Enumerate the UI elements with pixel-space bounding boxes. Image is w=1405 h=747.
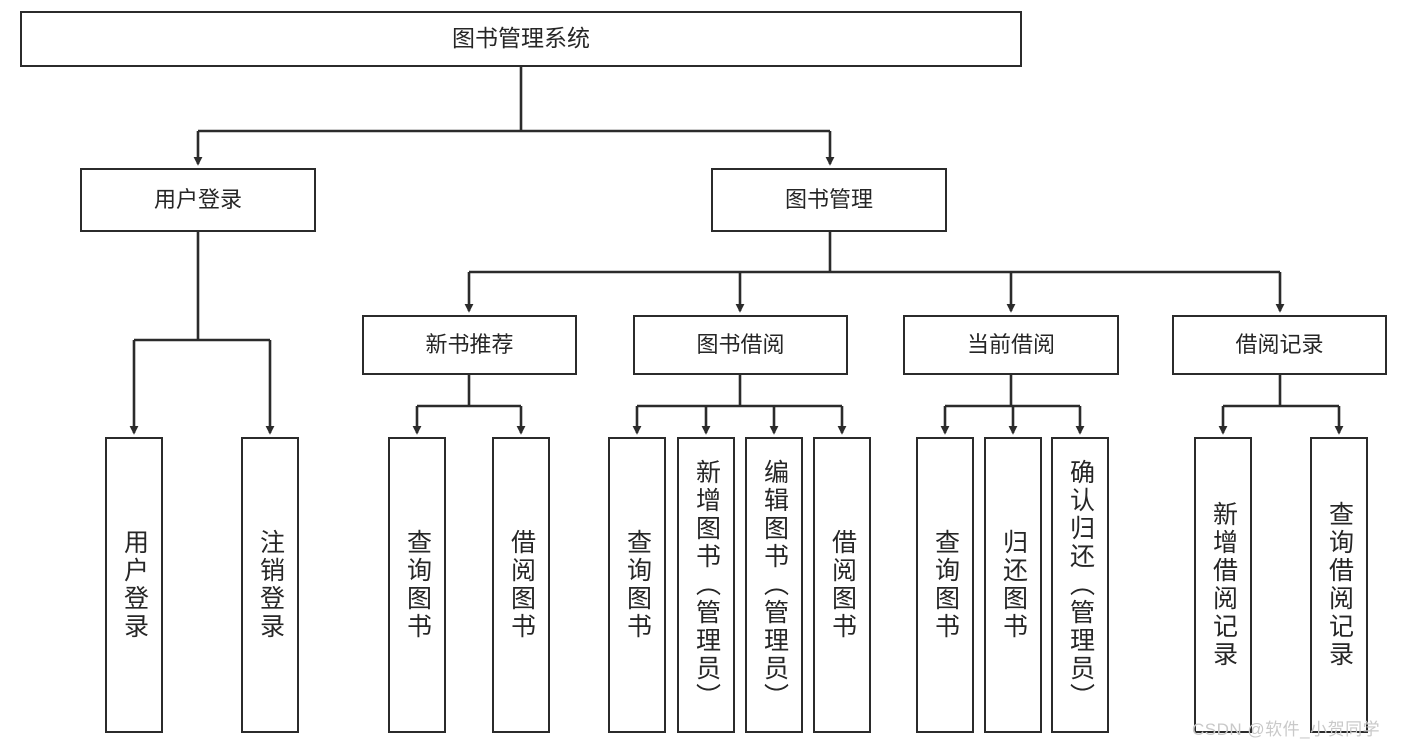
leaf-current-borrow-query-book[interactable]: 查询图书 (916, 437, 974, 733)
leaf-book-borrow-edit-book-admin[interactable]: 编辑图书（管理员） (745, 437, 803, 733)
node-new-book-recommend[interactable]: 新书推荐 (362, 315, 577, 375)
node-label: 查询借阅记录 (1325, 501, 1354, 669)
node-label: 当前借阅 (966, 331, 1055, 357)
node-book-management-system[interactable]: 图书管理系统 (20, 11, 1022, 67)
node-label: 借阅记录 (1235, 331, 1324, 357)
leaf-current-borrow-return-book[interactable]: 归还图书 (984, 437, 1042, 733)
node-label: 编辑图书（管理员） (760, 459, 789, 711)
node-label: 归还图书 (999, 529, 1028, 641)
node-label: 确认归还（管理员） (1066, 459, 1095, 711)
node-label: 图书管理系统 (452, 25, 590, 52)
node-label: 查询图书 (931, 529, 960, 641)
node-borrow-record[interactable]: 借阅记录 (1172, 315, 1387, 375)
node-label: 注销登录 (256, 529, 285, 641)
leaf-current-borrow-confirm-return-admin[interactable]: 确认归还（管理员） (1051, 437, 1109, 733)
leaf-new-book-query-book[interactable]: 查询图书 (388, 437, 446, 733)
leaf-book-borrow-borrow-book[interactable]: 借阅图书 (813, 437, 871, 733)
node-label: 用户登录 (153, 186, 242, 212)
node-user-login[interactable]: 用户登录 (80, 168, 316, 232)
node-label: 图书管理 (784, 186, 873, 212)
leaf-borrow-record-add-record[interactable]: 新增借阅记录 (1194, 437, 1252, 733)
leaf-user-login-logout[interactable]: 注销登录 (241, 437, 299, 733)
csdn-watermark: CSDN @软件_小贺同学 (1192, 720, 1381, 739)
node-label: 新书推荐 (425, 331, 514, 357)
node-label: 查询图书 (403, 529, 432, 641)
leaf-book-borrow-add-book-admin[interactable]: 新增图书（管理员） (677, 437, 735, 733)
leaf-borrow-record-query-record[interactable]: 查询借阅记录 (1310, 437, 1368, 733)
node-label: 新增图书（管理员） (692, 459, 721, 711)
leaf-book-borrow-query-book[interactable]: 查询图书 (608, 437, 666, 733)
node-book-management[interactable]: 图书管理 (711, 168, 947, 232)
leaf-user-login-login[interactable]: 用户登录 (105, 437, 163, 733)
node-label: 借阅图书 (507, 529, 536, 641)
node-book-borrow[interactable]: 图书借阅 (633, 315, 848, 375)
node-label: 图书借阅 (696, 331, 785, 357)
node-label: 借阅图书 (828, 529, 857, 641)
node-label: 用户登录 (120, 529, 149, 641)
leaf-new-book-borrow-book[interactable]: 借阅图书 (492, 437, 550, 733)
node-label: 查询图书 (623, 529, 652, 641)
node-label: 新增借阅记录 (1209, 501, 1238, 669)
node-current-borrow[interactable]: 当前借阅 (903, 315, 1119, 375)
